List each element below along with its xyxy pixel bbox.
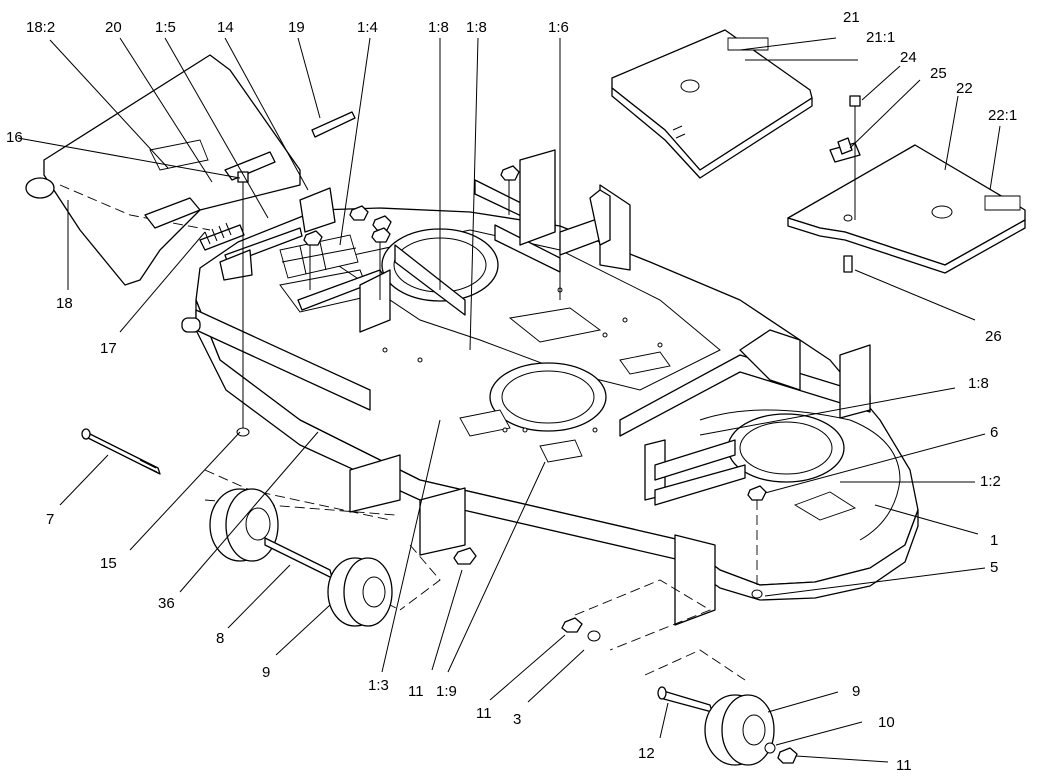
callout-21: 21 xyxy=(843,9,860,26)
callout-26: 26 xyxy=(985,328,1002,345)
callout-1-4: 1:4 xyxy=(357,19,378,36)
callout-1-5: 1:5 xyxy=(155,19,176,36)
rod-7 xyxy=(81,428,161,475)
callout-22: 22 xyxy=(956,80,973,97)
callout-9-left: 9 xyxy=(262,664,270,681)
callout-1-9: 1:9 xyxy=(436,683,457,700)
callout-1-3: 1:3 xyxy=(368,677,389,694)
callout-11-b: 11 xyxy=(476,705,492,722)
left-caster-assembly xyxy=(204,454,477,627)
callout-1-6: 1:6 xyxy=(548,19,569,36)
discharge-chute xyxy=(25,54,359,437)
callout-24: 24 xyxy=(900,49,917,66)
callout-18-2: 18:2 xyxy=(26,19,55,36)
belt-cover-22 xyxy=(787,95,1026,274)
callout-22-1: 22:1 xyxy=(988,107,1017,124)
callout-7: 7 xyxy=(46,511,54,528)
belt-cover-21 xyxy=(611,29,813,179)
callout-5: 5 xyxy=(990,559,998,576)
callout-1-8-a: 1:8 xyxy=(428,19,449,36)
callout-3: 3 xyxy=(513,711,521,728)
callout-14: 14 xyxy=(217,19,234,36)
callout-16: 16 xyxy=(6,129,23,146)
callout-18: 18 xyxy=(56,295,73,312)
callout-25: 25 xyxy=(930,65,947,82)
callout-8: 8 xyxy=(216,630,224,647)
callout-17: 17 xyxy=(100,340,117,357)
callout-11-a: 11 xyxy=(408,683,424,700)
callout-labels: 18:2 20 1:5 14 19 1:4 1:8 1:8 1:6 21 21:… xyxy=(6,9,1017,774)
callout-12: 12 xyxy=(638,745,655,762)
callout-10: 10 xyxy=(878,714,895,731)
callout-1-8-c: 1:8 xyxy=(968,375,989,392)
deck-frame xyxy=(181,149,871,506)
callout-21-1: 21:1 xyxy=(866,29,895,46)
callout-1: 1 xyxy=(990,532,998,549)
callout-20: 20 xyxy=(105,19,122,36)
callout-36: 36 xyxy=(158,595,175,612)
leader-lines xyxy=(17,37,1001,763)
callout-6: 6 xyxy=(990,424,998,441)
callout-1-8-b: 1:8 xyxy=(466,19,487,36)
callout-9-right: 9 xyxy=(852,683,860,700)
callout-15: 15 xyxy=(100,555,117,572)
callout-19: 19 xyxy=(288,19,305,36)
right-caster-assembly xyxy=(561,534,798,766)
callout-11-c: 11 xyxy=(896,757,912,774)
deck-hardware xyxy=(303,165,767,599)
callout-1-2: 1:2 xyxy=(980,473,1001,490)
